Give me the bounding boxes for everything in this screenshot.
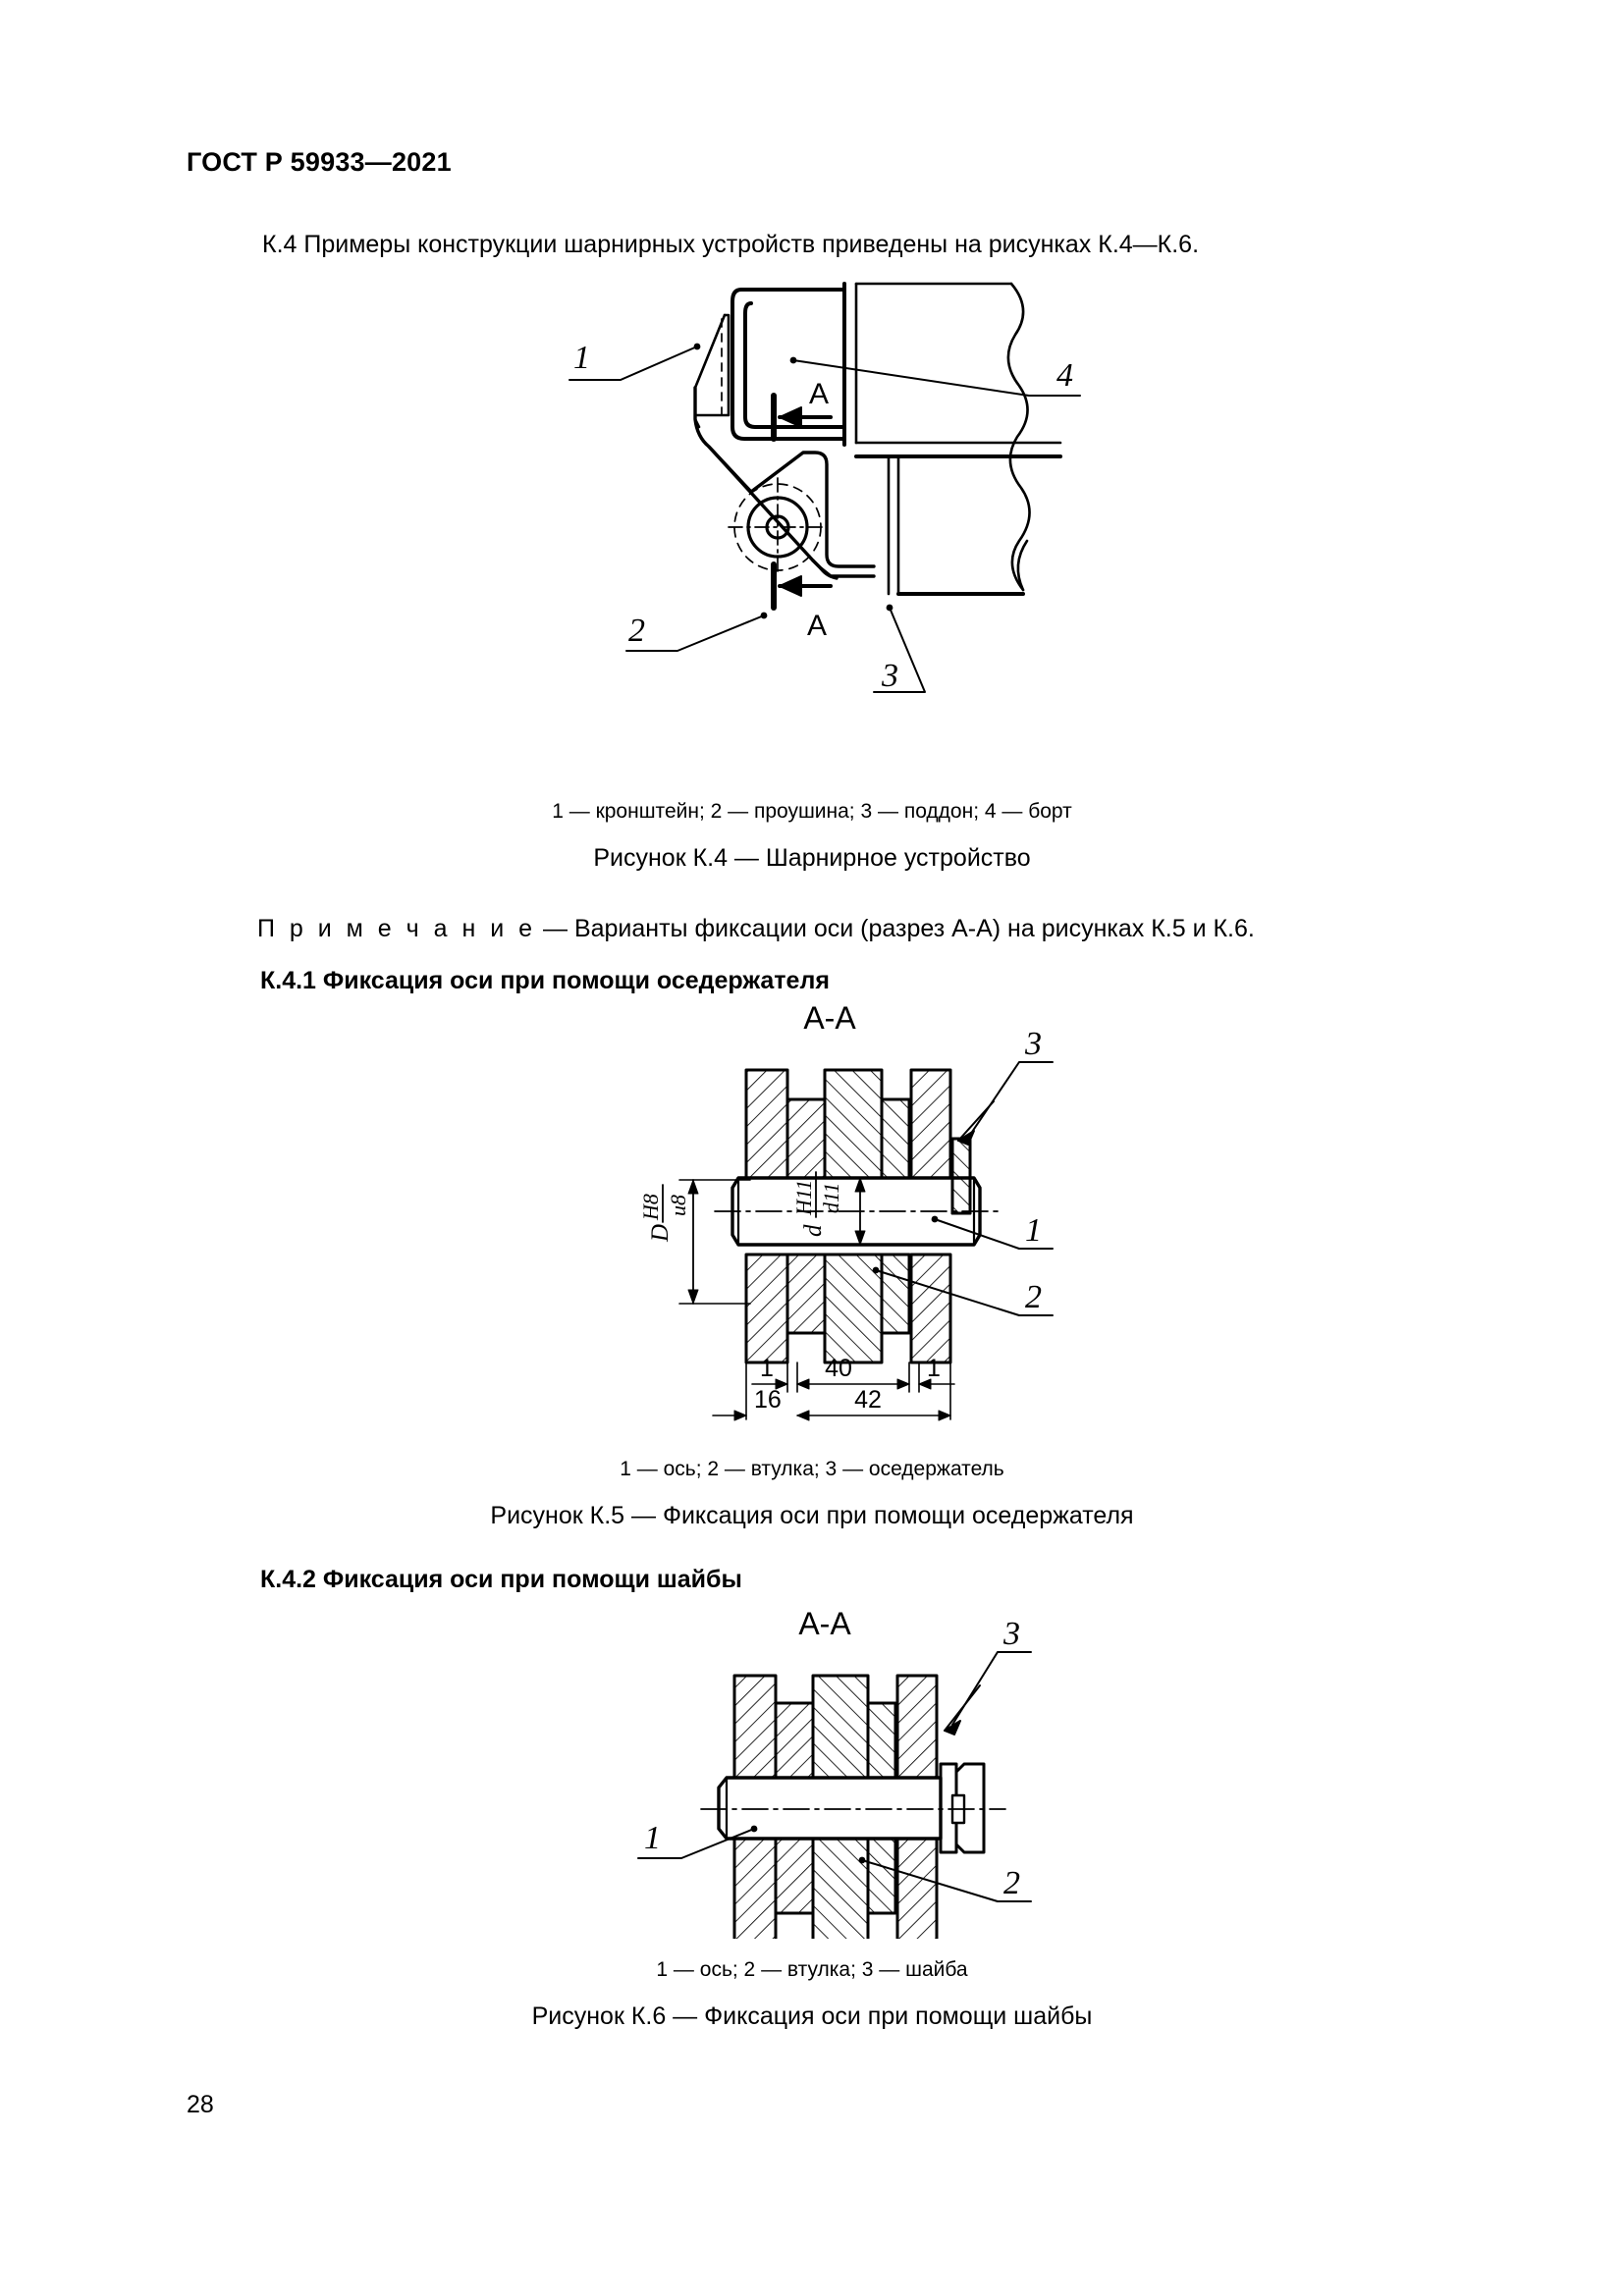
figure-k5-section-label: А-А bbox=[803, 1000, 856, 1036]
figure-k5-caption: Рисунок К.5 — Фиксация оси при помощи ос… bbox=[490, 1502, 1134, 1529]
svg-text:u8: u8 bbox=[666, 1195, 690, 1216]
figure-k4: A A 1 2 3 4 bbox=[550, 270, 1100, 721]
figure-k5-dim-40: 40 bbox=[825, 1355, 852, 1382]
note-block: П р и м е ч а н и е — Варианты фиксации … bbox=[257, 915, 1255, 943]
figure-k4-callout-3: 3 bbox=[881, 658, 898, 694]
svg-text:d: d bbox=[800, 1224, 827, 1237]
svg-text:H8: H8 bbox=[638, 1194, 663, 1221]
section-mark-a-lower bbox=[771, 561, 833, 611]
figure-k5: А-А bbox=[628, 991, 1060, 1433]
figure-k6-caption: Рисунок К.6 — Фиксация оси при помощи ша… bbox=[531, 2002, 1093, 2030]
figure-k5-callout-2: 2 bbox=[1025, 1279, 1042, 1315]
figure-k4-callout-2: 2 bbox=[628, 613, 645, 649]
figure-k6-callout-3: 3 bbox=[1002, 1616, 1020, 1652]
figure-k6-legend: 1 — ось; 2 — втулка; 3 — шайба bbox=[656, 1958, 968, 1981]
section-mark-label-a-lower: A bbox=[807, 610, 827, 642]
svg-text:d11: d11 bbox=[819, 1183, 843, 1213]
figure-k5-dim-1-left: 1 bbox=[760, 1355, 774, 1382]
heading-k42: К.4.2 Фиксация оси при помощи шайбы bbox=[260, 1566, 742, 1593]
section-mark-a-upper bbox=[771, 393, 833, 442]
figure-k4-caption: Рисунок К.4 — Шарнирное устройство bbox=[593, 844, 1031, 872]
heading-k41: К.4.1 Фиксация оси при помощи оседержате… bbox=[260, 967, 830, 994]
figure-k5-callout-3: 3 bbox=[1024, 1026, 1042, 1062]
figure-k6: А-А 3 bbox=[628, 1595, 1041, 1939]
page-number: 28 bbox=[187, 2091, 214, 2118]
section-mark-label-a-upper: A bbox=[809, 378, 829, 410]
figure-k4-legend: 1 — кронштейн; 2 — проушина; 3 — поддон;… bbox=[552, 800, 1072, 823]
figure-k4-callout-1: 1 bbox=[573, 340, 590, 376]
clause-k4-paragraph: К.4 Примеры конструкции шарнирных устрой… bbox=[262, 231, 1200, 258]
figure-k5-dim-42: 42 bbox=[854, 1386, 882, 1414]
figure-k5-dim-16: 16 bbox=[754, 1386, 782, 1414]
figure-k6-callout-2: 2 bbox=[1003, 1865, 1020, 1901]
figure-k6-section-label: А-А bbox=[798, 1606, 851, 1641]
figure-k5-callout-1: 1 bbox=[1025, 1212, 1042, 1249]
figure-k5-dim-1-right: 1 bbox=[927, 1355, 941, 1382]
document-header: ГОСТ Р 59933—2021 bbox=[187, 147, 452, 177]
figure-k5-tolerance-outer: D H8 u8 bbox=[638, 1184, 690, 1243]
figure-k4-callout-4: 4 bbox=[1056, 357, 1073, 394]
svg-text:D: D bbox=[647, 1224, 674, 1243]
figure-k5-tolerance-inner: d H11 d11 bbox=[791, 1171, 843, 1237]
figure-k6-callout-1: 1 bbox=[644, 1820, 661, 1856]
note-label: П р и м е ч а н и е bbox=[257, 915, 537, 942]
note-text: — Варианты фиксации оси (разрез А-А) на … bbox=[543, 915, 1255, 942]
svg-text:H11: H11 bbox=[791, 1180, 816, 1216]
figure-k5-legend: 1 — ось; 2 — втулка; 3 — оседержатель bbox=[620, 1458, 1004, 1480]
